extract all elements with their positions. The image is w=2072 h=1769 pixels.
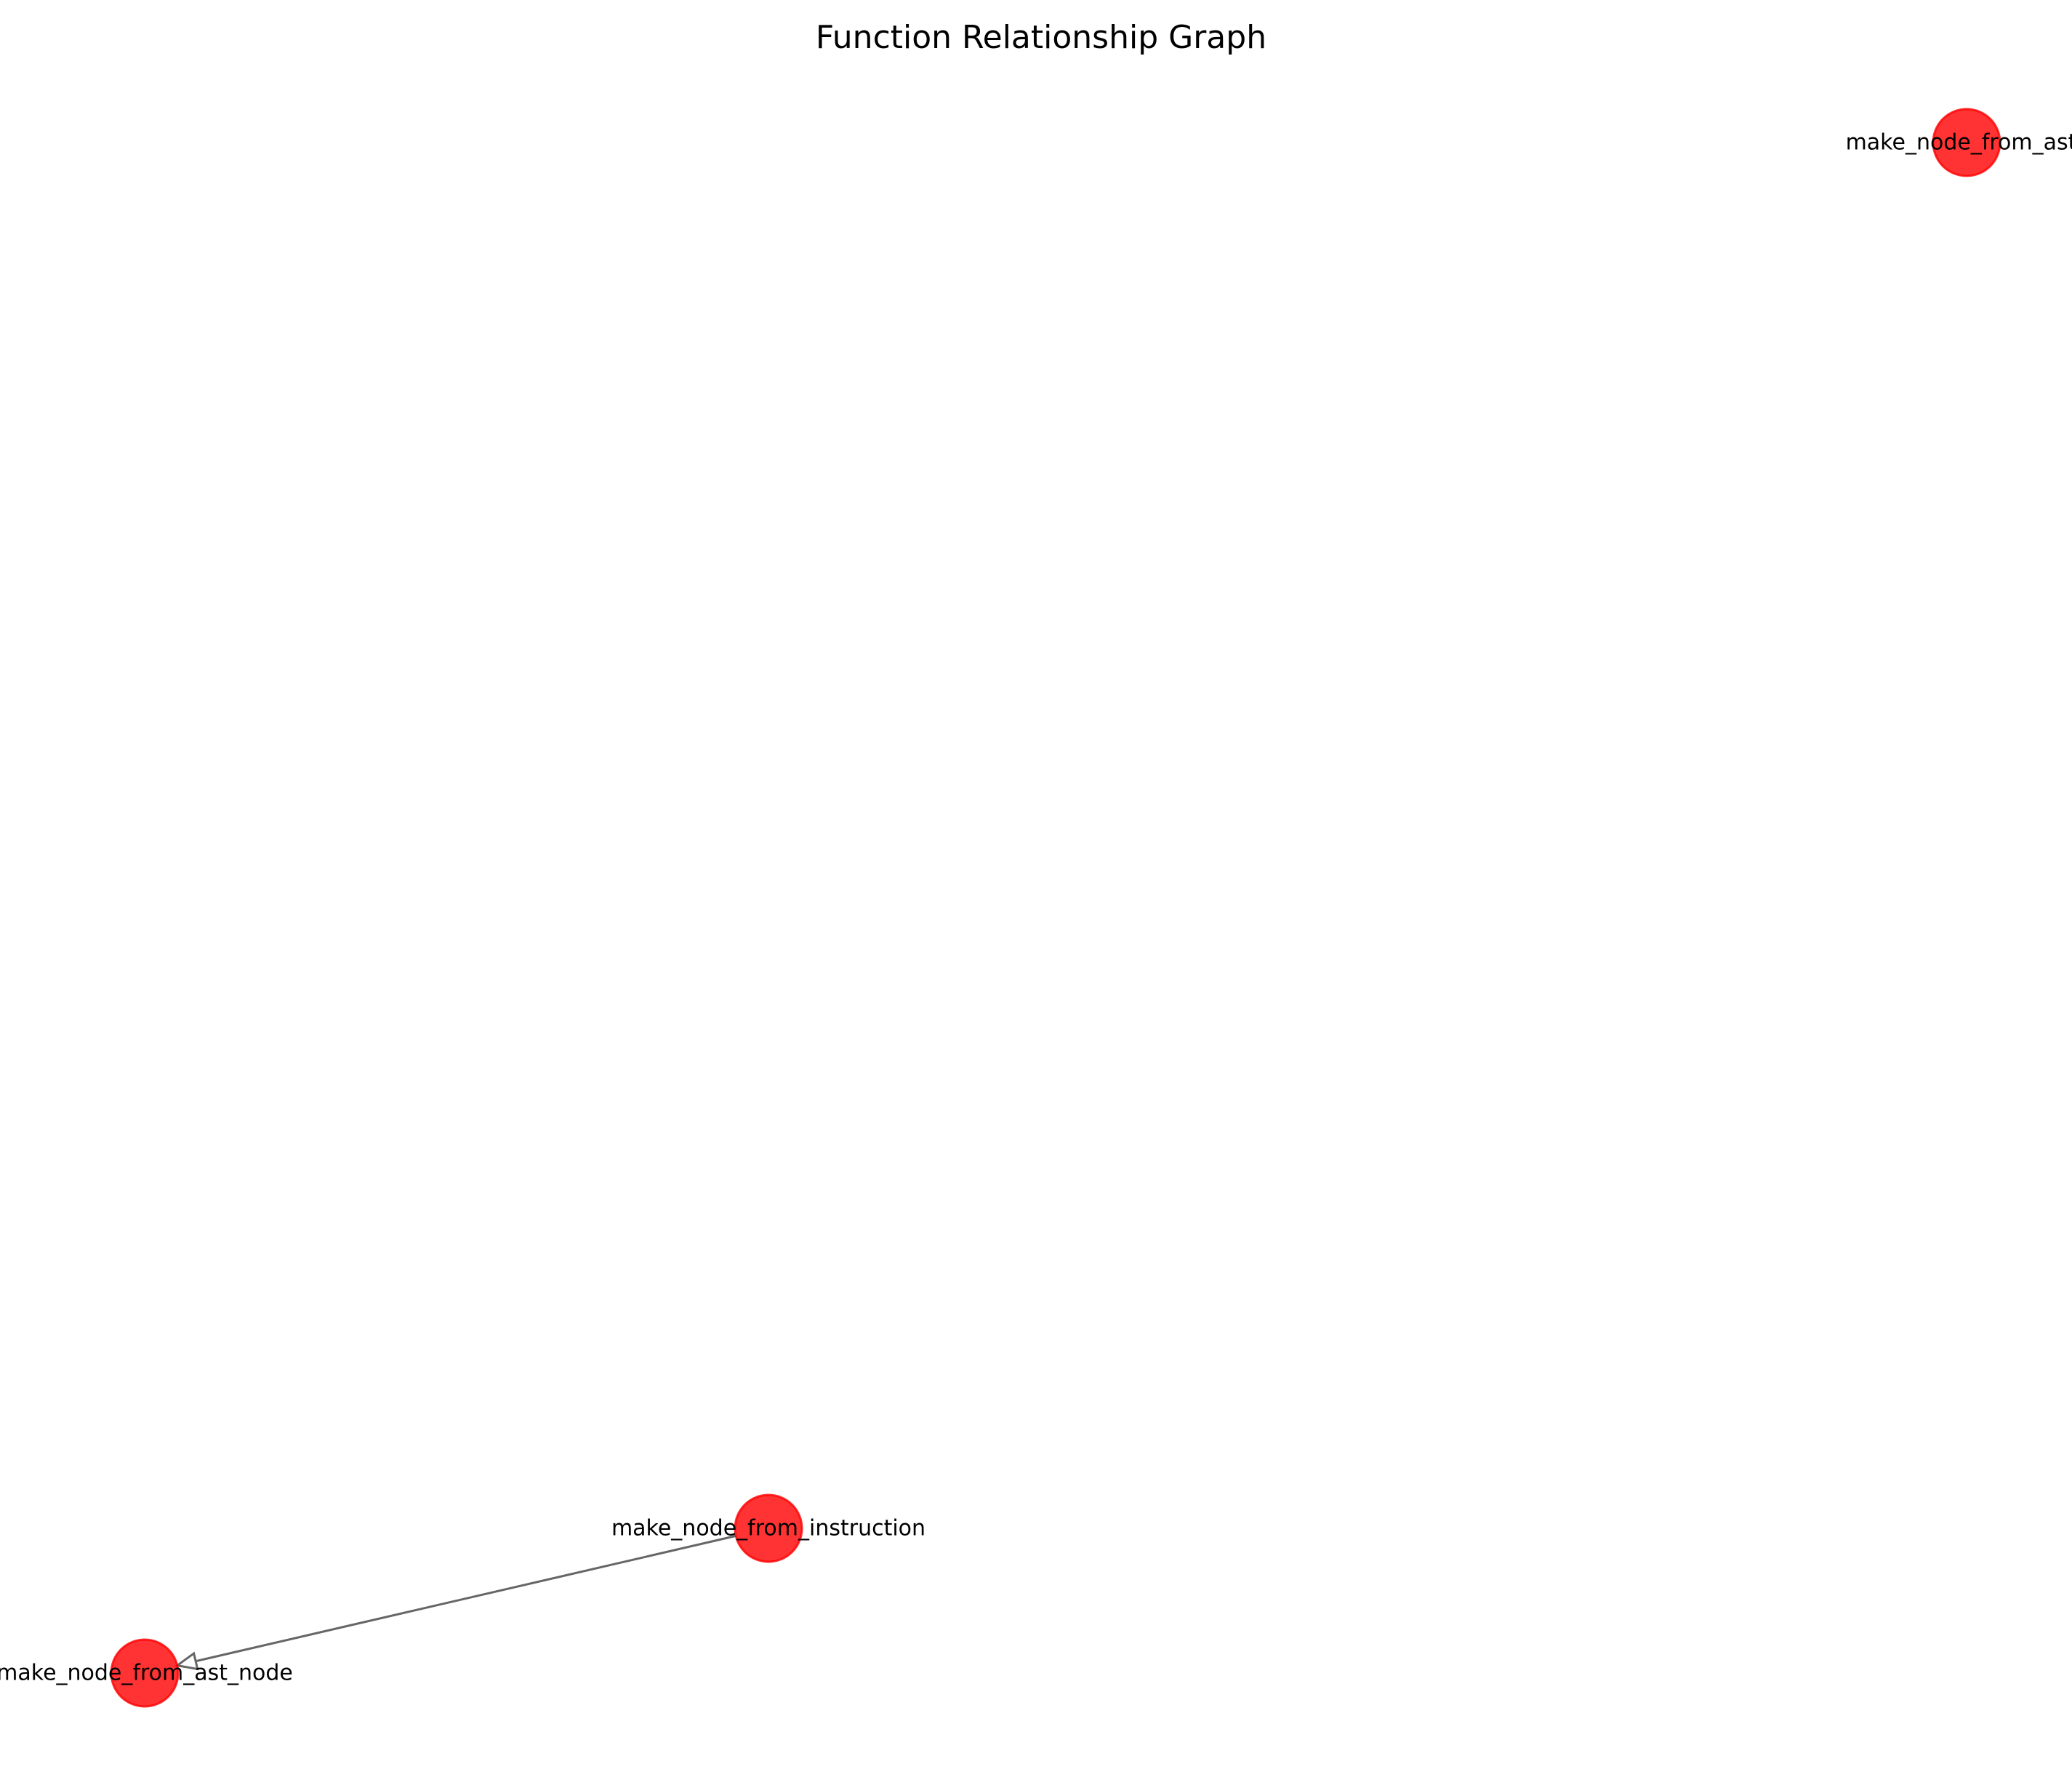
node-label: make_node_from_ast_ xyxy=(1846,130,2072,156)
edges-layer xyxy=(174,1534,736,1671)
edge-make_node_from_instruction-to-make_node_from_ast_node xyxy=(195,1534,736,1663)
graph-title: Function Relationship Graph xyxy=(816,19,1266,56)
edge-arrowhead xyxy=(174,1651,199,1671)
graph-node[interactable] xyxy=(1932,108,2001,177)
graph-node[interactable] xyxy=(734,1493,803,1563)
nodes-layer xyxy=(110,108,2001,1708)
graph-node[interactable] xyxy=(110,1638,180,1708)
node-label: make_node_from_instruction xyxy=(611,1516,925,1541)
node-label: make_node_from_ast_node xyxy=(0,1661,293,1686)
labels-layer: make_node_from_ast_ make_node_from_instru… xyxy=(0,130,2072,1686)
